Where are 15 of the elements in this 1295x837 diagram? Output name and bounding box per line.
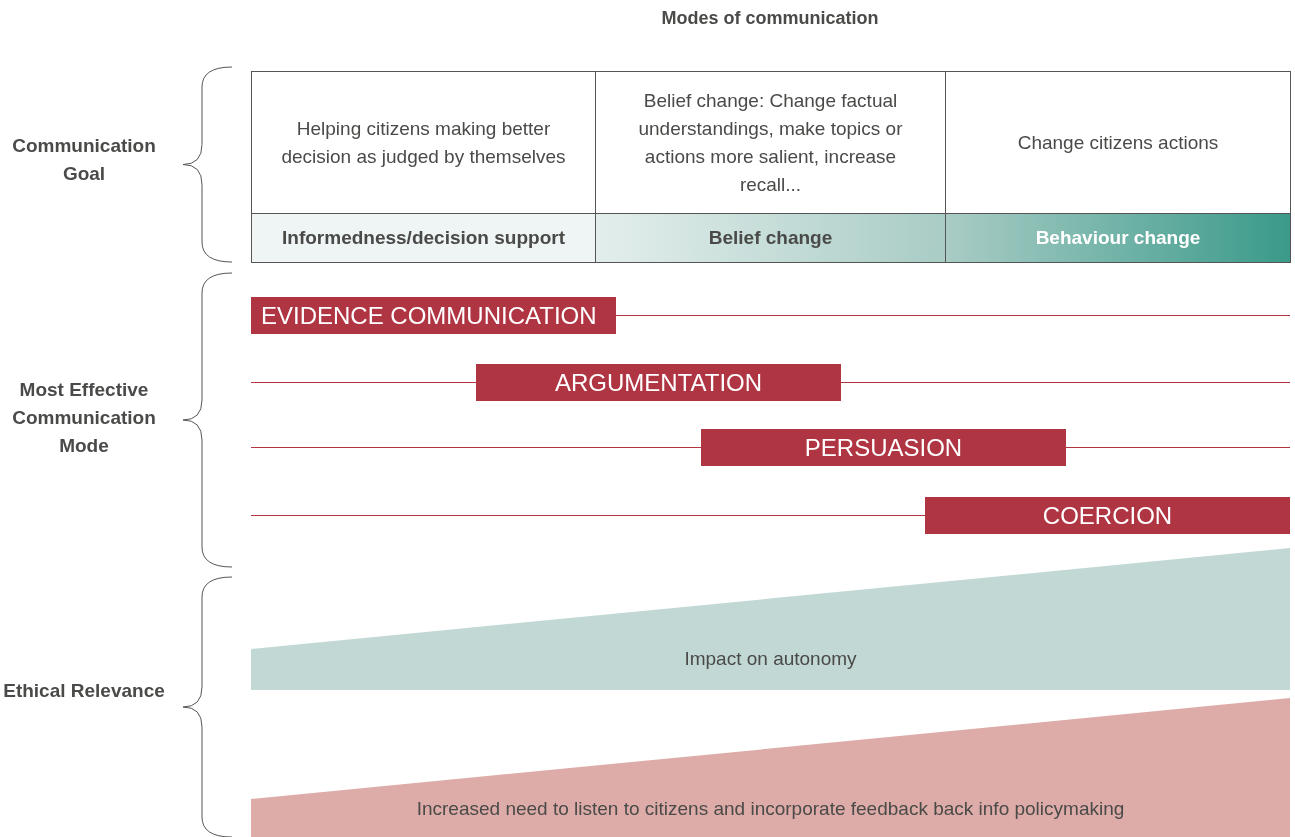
wedge-label: Increased need to listen to citizens and incorporate feedback back info policymaking xyxy=(415,798,1126,820)
table-cell: Helping citizens making better decision as judged by themselves xyxy=(251,71,596,214)
row-heading: Ethical Relevance xyxy=(2,679,166,703)
mode-bar: PERSUASION xyxy=(701,429,1066,466)
mode-bar: EVIDENCE COMMUNICATION xyxy=(251,297,616,334)
mode-bar: ARGUMENTATION xyxy=(476,364,841,401)
row-heading: Communication Goal xyxy=(11,134,157,186)
row-heading: Most Effective Communication Mode xyxy=(11,378,157,458)
table-cell: Informedness/decision support xyxy=(251,213,596,263)
diagram-title: Modes of communication xyxy=(660,8,880,29)
table-cell: Behaviour change xyxy=(945,213,1291,263)
wedge-label: Impact on autonomy xyxy=(683,648,858,670)
table-cell: Change citizens actions xyxy=(945,71,1291,214)
mode-bar: COERCION xyxy=(925,497,1290,534)
table-cell: Belief change xyxy=(595,213,946,263)
